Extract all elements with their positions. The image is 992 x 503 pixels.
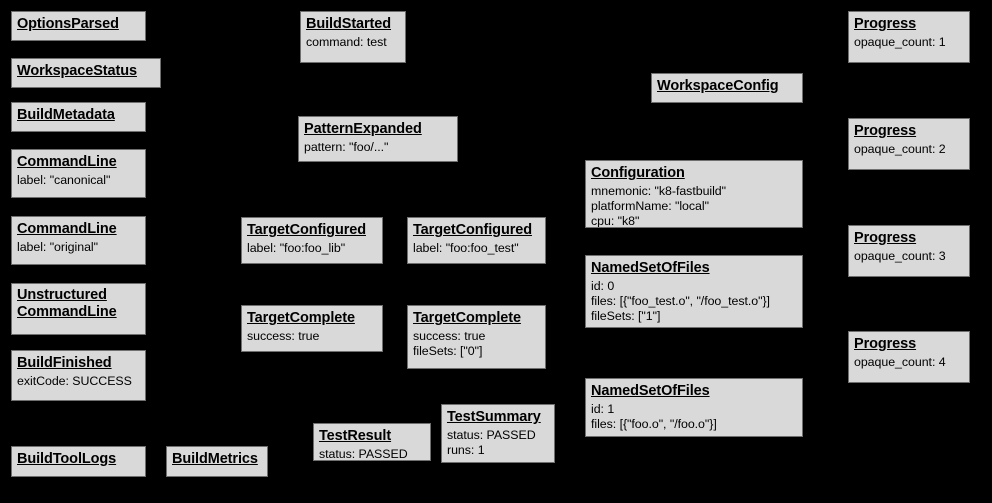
event-node-progress-2[interactable]: Progress opaque_count: 2 bbox=[848, 118, 970, 170]
event-node-target-complete-test[interactable]: TargetComplete success: true fileSets: ["… bbox=[407, 305, 546, 369]
event-node-fields: opaque_count: 3 bbox=[854, 248, 946, 263]
event-node-build-metrics[interactable]: BuildMetrics bbox=[166, 446, 268, 477]
event-node-title: NamedSetOfFiles bbox=[591, 383, 710, 399]
event-node-target-configured-foo-lib[interactable]: TargetConfigured label: "foo:foo_lib" bbox=[241, 217, 383, 264]
event-node-unstructured-command-line[interactable]: Unstructured CommandLine bbox=[11, 283, 146, 335]
event-node-fields: status: PASSED bbox=[319, 446, 408, 461]
event-node-fields: command: test bbox=[306, 34, 387, 49]
event-node-title: BuildMetrics bbox=[172, 451, 258, 467]
event-node-title: Progress bbox=[854, 230, 917, 246]
event-node-title: CommandLine bbox=[17, 221, 117, 237]
event-node-progress-4[interactable]: Progress opaque_count: 4 bbox=[848, 331, 970, 383]
event-node-named-set-of-files-1[interactable]: NamedSetOfFiles id: 1 files: [{"foo.o", "… bbox=[585, 378, 803, 437]
event-node-title: Unstructured CommandLine bbox=[17, 287, 117, 321]
event-node-fields: mnemonic: "k8-fastbuild" platformName: "… bbox=[591, 183, 727, 228]
event-node-build-tool-logs[interactable]: BuildToolLogs bbox=[11, 446, 146, 477]
event-node-command-line-canonical[interactable]: CommandLine label: "canonical" bbox=[11, 149, 146, 198]
event-node-fields: exitCode: SUCCESS bbox=[17, 373, 132, 388]
event-node-build-finished[interactable]: BuildFinished exitCode: SUCCESS bbox=[11, 350, 146, 401]
event-node-title: BuildMetadata bbox=[17, 107, 115, 123]
event-node-fields: label: "foo:foo_test" bbox=[413, 240, 519, 255]
event-node-test-summary[interactable]: TestSummary status: PASSED runs: 1 bbox=[441, 404, 555, 463]
event-node-title: OptionsParsed bbox=[17, 16, 119, 32]
event-node-title: TestSummary bbox=[447, 409, 541, 425]
event-node-progress-1[interactable]: Progress opaque_count: 1 bbox=[848, 11, 970, 63]
event-node-title: BuildFinished bbox=[17, 355, 112, 371]
event-node-title: Configuration bbox=[591, 165, 685, 181]
event-node-pattern-expanded[interactable]: PatternExpanded pattern: "foo/..." bbox=[298, 116, 458, 162]
event-node-title: WorkspaceConfig bbox=[657, 78, 779, 94]
event-node-title: Progress bbox=[854, 336, 917, 352]
event-node-title: BuildToolLogs bbox=[17, 451, 117, 467]
event-node-test-result[interactable]: TestResult status: PASSED bbox=[313, 423, 431, 461]
event-node-title: TargetComplete bbox=[247, 310, 355, 326]
event-node-fields: opaque_count: 2 bbox=[854, 141, 946, 156]
event-node-fields: success: true bbox=[247, 328, 320, 343]
event-node-fields: opaque_count: 4 bbox=[854, 354, 946, 369]
event-node-fields: pattern: "foo/..." bbox=[304, 139, 389, 154]
event-node-title: PatternExpanded bbox=[304, 121, 422, 137]
event-node-fields: id: 0 files: [{"foo_test.o", "/foo_test.… bbox=[591, 278, 770, 323]
event-node-fields: id: 1 files: [{"foo.o", "/foo.o"}] bbox=[591, 401, 717, 431]
event-node-progress-3[interactable]: Progress opaque_count: 3 bbox=[848, 225, 970, 277]
event-node-title: CommandLine bbox=[17, 154, 117, 170]
event-node-title: NamedSetOfFiles bbox=[591, 260, 710, 276]
event-node-fields: label: "foo:foo_lib" bbox=[247, 240, 346, 255]
event-node-configuration[interactable]: Configuration mnemonic: "k8-fastbuild" pl… bbox=[585, 160, 803, 228]
event-node-named-set-of-files-0[interactable]: NamedSetOfFiles id: 0 files: [{"foo_test.… bbox=[585, 255, 803, 328]
event-node-build-metadata[interactable]: BuildMetadata bbox=[11, 102, 146, 132]
event-node-build-started[interactable]: BuildStarted command: test bbox=[300, 11, 406, 63]
event-node-fields: label: "canonical" bbox=[17, 172, 111, 187]
event-node-target-configured-foo-test[interactable]: TargetConfigured label: "foo:foo_test" bbox=[407, 217, 546, 264]
event-node-command-line-original[interactable]: CommandLine label: "original" bbox=[11, 216, 146, 265]
event-node-fields: opaque_count: 1 bbox=[854, 34, 946, 49]
event-node-title: Progress bbox=[854, 16, 917, 32]
event-node-fields: success: true fileSets: ["0"] bbox=[413, 328, 486, 358]
event-node-title: TargetConfigured bbox=[247, 222, 366, 238]
event-node-target-complete-lib[interactable]: TargetComplete success: true bbox=[241, 305, 383, 352]
event-node-title: TargetComplete bbox=[413, 310, 521, 326]
event-node-options-parsed[interactable]: OptionsParsed bbox=[11, 11, 146, 41]
event-node-title: TargetConfigured bbox=[413, 222, 532, 238]
event-node-title: Progress bbox=[854, 123, 917, 139]
event-node-workspace-config[interactable]: WorkspaceConfig bbox=[651, 73, 803, 103]
event-node-fields: status: PASSED runs: 1 bbox=[447, 427, 536, 457]
event-node-title: BuildStarted bbox=[306, 16, 392, 32]
event-node-workspace-status[interactable]: WorkspaceStatus bbox=[11, 58, 161, 88]
event-node-fields: label: "original" bbox=[17, 239, 98, 254]
event-node-title: TestResult bbox=[319, 428, 392, 444]
event-node-title: WorkspaceStatus bbox=[17, 63, 137, 79]
